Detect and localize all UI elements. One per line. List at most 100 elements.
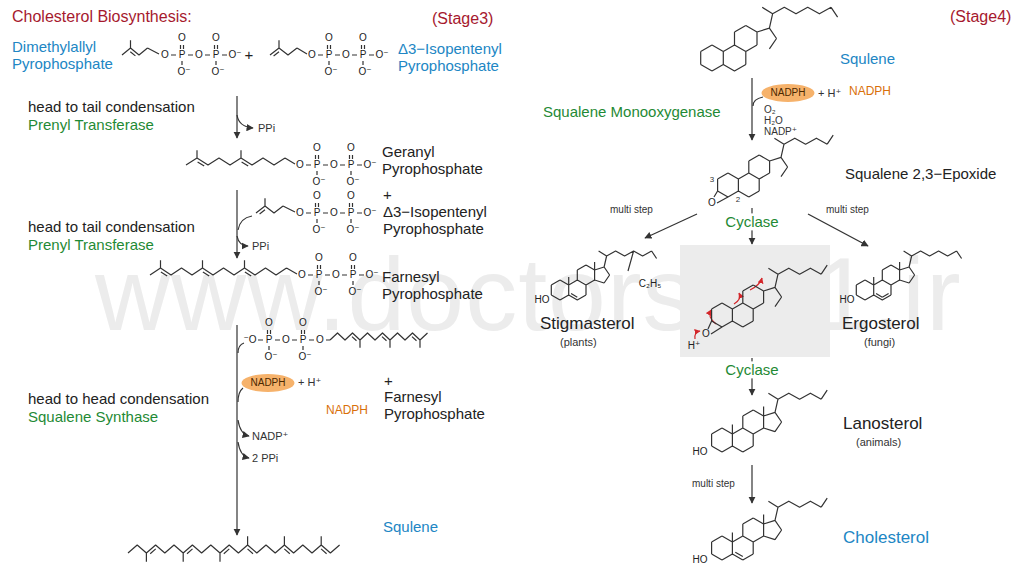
enzyme-name: Prenyl Transferase bbox=[28, 236, 154, 253]
carbon-chain bbox=[326, 333, 428, 348]
compound-name: Δ3−Isopentenyl Pyrophosphate bbox=[398, 40, 516, 75]
compound-name: Dimethylallyl Pyrophosphate bbox=[12, 38, 120, 73]
atom-label: O⁻ bbox=[228, 49, 241, 61]
atom-label: O bbox=[282, 334, 290, 346]
atom-label: P bbox=[179, 49, 186, 61]
atom-label: O bbox=[316, 334, 324, 346]
compound-name: Stigmasterol bbox=[540, 314, 634, 334]
mechanism-panel bbox=[680, 245, 830, 357]
atom-label: P bbox=[314, 207, 321, 219]
cofactor-label: NADPH bbox=[849, 85, 891, 99]
atom-label: C₂H₅ bbox=[639, 278, 661, 290]
epoxide-bonds bbox=[714, 191, 728, 203]
title: Cholesterol Biosynthesis: bbox=[12, 8, 192, 26]
atom-label: O bbox=[332, 269, 340, 281]
reaction-arrow bbox=[236, 190, 237, 258]
phosphate-bonds bbox=[318, 45, 374, 65]
squalene-structure bbox=[701, 7, 838, 71]
byproduct-label: + H⁺ bbox=[818, 87, 841, 100]
reaction-arrow bbox=[645, 214, 697, 238]
atom-label: O⁻ bbox=[324, 66, 337, 78]
carbon-chain bbox=[122, 40, 159, 56]
atom-label: O⁻ bbox=[314, 286, 327, 298]
atom-label: P bbox=[213, 49, 220, 61]
electron-arrow bbox=[734, 293, 740, 304]
epoxide-bonds bbox=[708, 321, 722, 334]
step-label: + bbox=[383, 186, 392, 203]
byproduct-arrow bbox=[237, 115, 253, 128]
enzyme-name: Squalene Synthase bbox=[28, 408, 158, 425]
atom-label: O bbox=[299, 317, 307, 329]
atom-label: O bbox=[296, 159, 304, 171]
epoxide-structure bbox=[718, 135, 834, 197]
atom-label: O bbox=[330, 207, 338, 219]
atom-label: P bbox=[300, 334, 307, 346]
step-label: Farnesyl Pyrophosphate bbox=[382, 268, 492, 303]
reaction-arrow bbox=[751, 465, 752, 503]
atom-label: O⁻ bbox=[363, 159, 376, 171]
atom-label: O bbox=[349, 252, 357, 264]
carbon-chain bbox=[150, 260, 297, 276]
reaction-arrow bbox=[751, 78, 752, 140]
atom-label: O⁻ bbox=[312, 176, 325, 188]
cofactor-join bbox=[238, 388, 243, 402]
locant-number: 2 bbox=[736, 195, 740, 204]
atom-label: O⁻ bbox=[348, 286, 361, 298]
step-label: Farnesyl Pyrophosphate bbox=[384, 388, 494, 423]
atom-label: O bbox=[265, 317, 273, 329]
byproduct-arrow bbox=[237, 236, 248, 246]
cofactor-label: NADPH bbox=[250, 377, 285, 388]
atom-label: ⁻O bbox=[243, 334, 256, 346]
atom-label: P bbox=[316, 269, 323, 281]
lanosterol-structure bbox=[712, 390, 828, 452]
enzyme-name: Squalene Monooxygenase bbox=[543, 103, 721, 120]
byproduct-label: (plants) bbox=[560, 336, 597, 349]
note-label: O₂ bbox=[764, 104, 776, 116]
stage-label: (Stage4) bbox=[950, 8, 1011, 26]
note-label: multi step bbox=[610, 204, 653, 216]
carbon-chain bbox=[256, 198, 295, 214]
byproduct-label: 2 PPi bbox=[252, 452, 278, 465]
stage-label: (Stage3) bbox=[432, 10, 493, 28]
atom-label: O⁻ bbox=[264, 351, 277, 363]
atom-label: O⁻ bbox=[298, 351, 311, 363]
byproduct-label: (animals) bbox=[856, 436, 901, 449]
cofactor-label: NADPH bbox=[326, 404, 368, 418]
cofactor-ellipse: NADPH bbox=[761, 84, 814, 102]
compound-name: Lanosterol bbox=[843, 414, 922, 434]
note-label: H₂O bbox=[764, 115, 783, 127]
watermark: www.doctorsho1.ir bbox=[95, 235, 962, 355]
enzyme-name: Prenyl Transferase bbox=[28, 116, 154, 133]
step-label: + bbox=[384, 372, 393, 389]
atom-label: P bbox=[314, 159, 321, 171]
step-label: head to head condensation bbox=[28, 390, 209, 407]
cofactor-join bbox=[753, 97, 763, 106]
atom-label: O⁻ bbox=[346, 224, 359, 236]
carbon-chain bbox=[128, 536, 340, 562]
cholesterol-structure bbox=[712, 498, 828, 560]
enzyme-name: Cyclase bbox=[722, 213, 781, 230]
byproduct-arrow bbox=[238, 442, 249, 458]
atom-label: O bbox=[325, 32, 333, 44]
atom-label: O bbox=[702, 328, 710, 340]
step-label: Δ3−Isopentenyl Pyrophosphate bbox=[383, 203, 513, 238]
reaction-arrow bbox=[236, 325, 237, 535]
atom-label: P bbox=[360, 49, 367, 61]
atom-label: O bbox=[347, 190, 355, 202]
locant-number: 3 bbox=[710, 175, 714, 184]
atom-label: O bbox=[708, 197, 716, 209]
substrate-join bbox=[238, 216, 252, 230]
atom-label: O⁻ bbox=[358, 66, 371, 78]
stigmasterol-structure bbox=[551, 251, 656, 300]
atom-label: O bbox=[330, 159, 338, 171]
atom-label: O bbox=[347, 142, 355, 154]
carbon-chain bbox=[186, 150, 295, 166]
atom-label: O bbox=[298, 269, 306, 281]
compound-name: Squlene bbox=[383, 518, 438, 535]
note-label: multi step bbox=[692, 478, 735, 490]
atom-label: O⁻ bbox=[177, 66, 190, 78]
phosphate-bonds bbox=[306, 203, 362, 223]
atom-label: O bbox=[315, 252, 323, 264]
note-label: multi step bbox=[826, 204, 869, 216]
